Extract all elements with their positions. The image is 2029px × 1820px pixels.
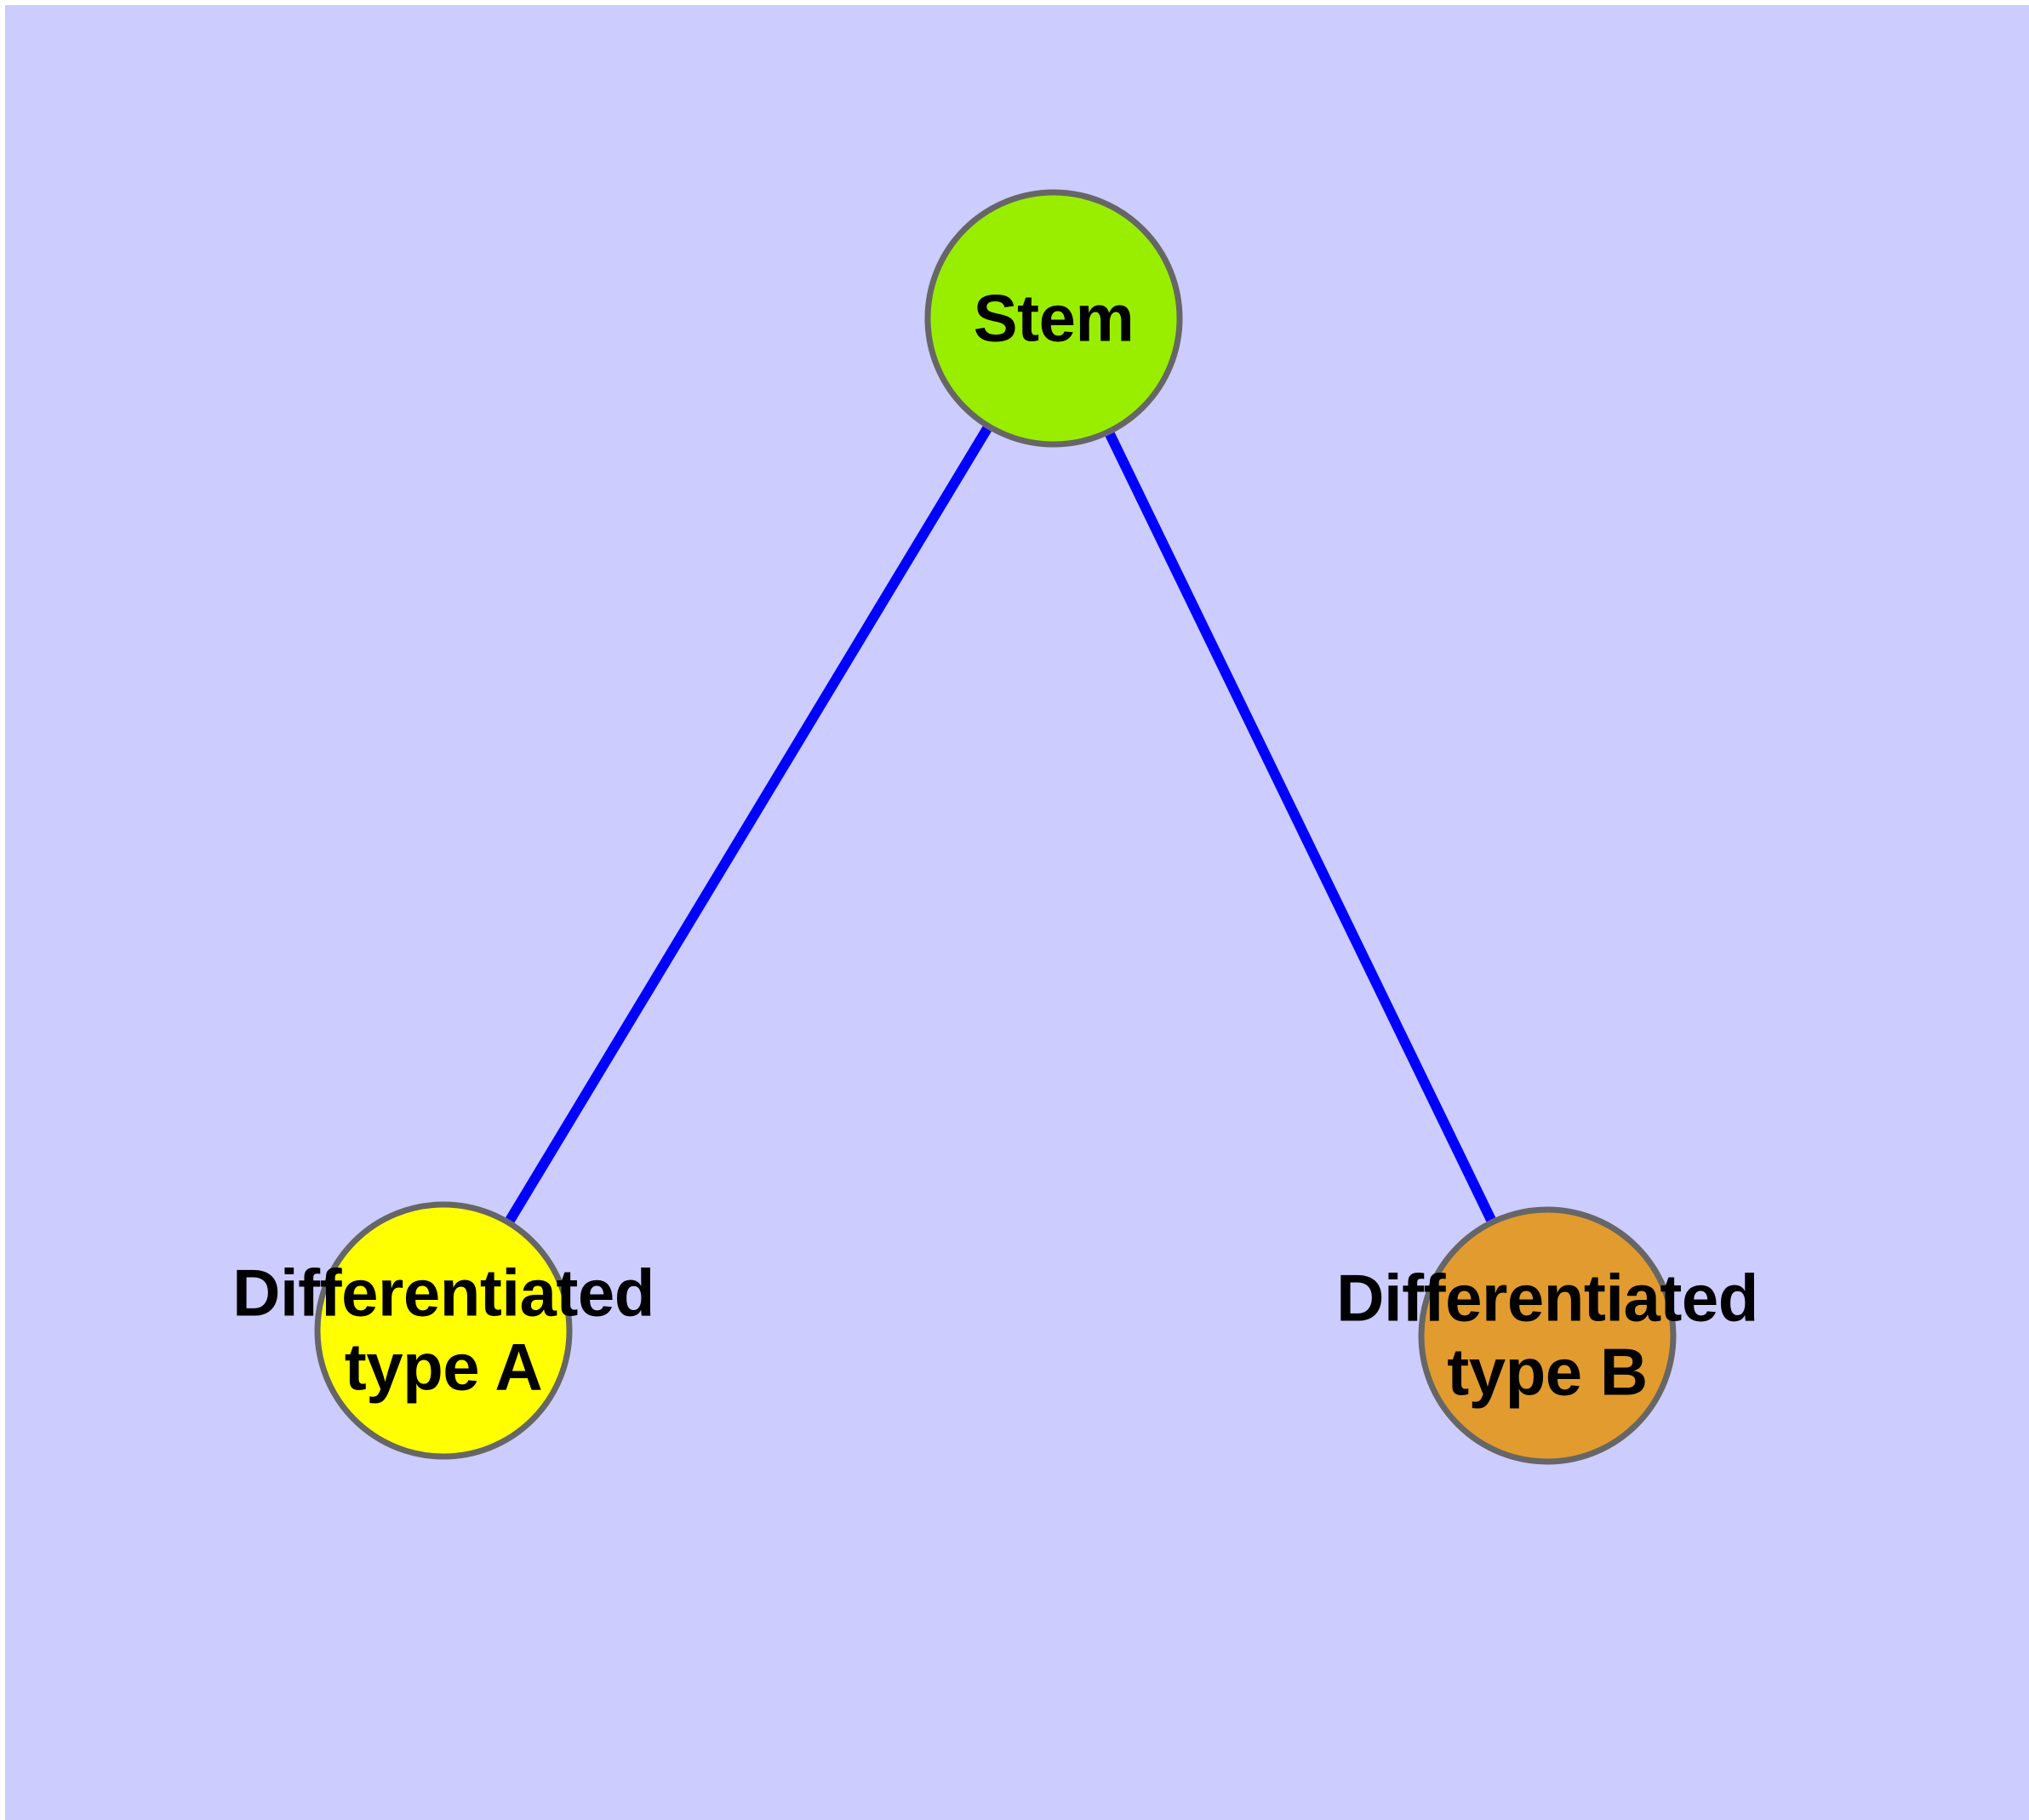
node-differentiated-type-a[interactable] xyxy=(314,1201,573,1460)
node-stem[interactable] xyxy=(924,189,1183,448)
node-differentiated-type-b[interactable] xyxy=(1418,1206,1677,1465)
